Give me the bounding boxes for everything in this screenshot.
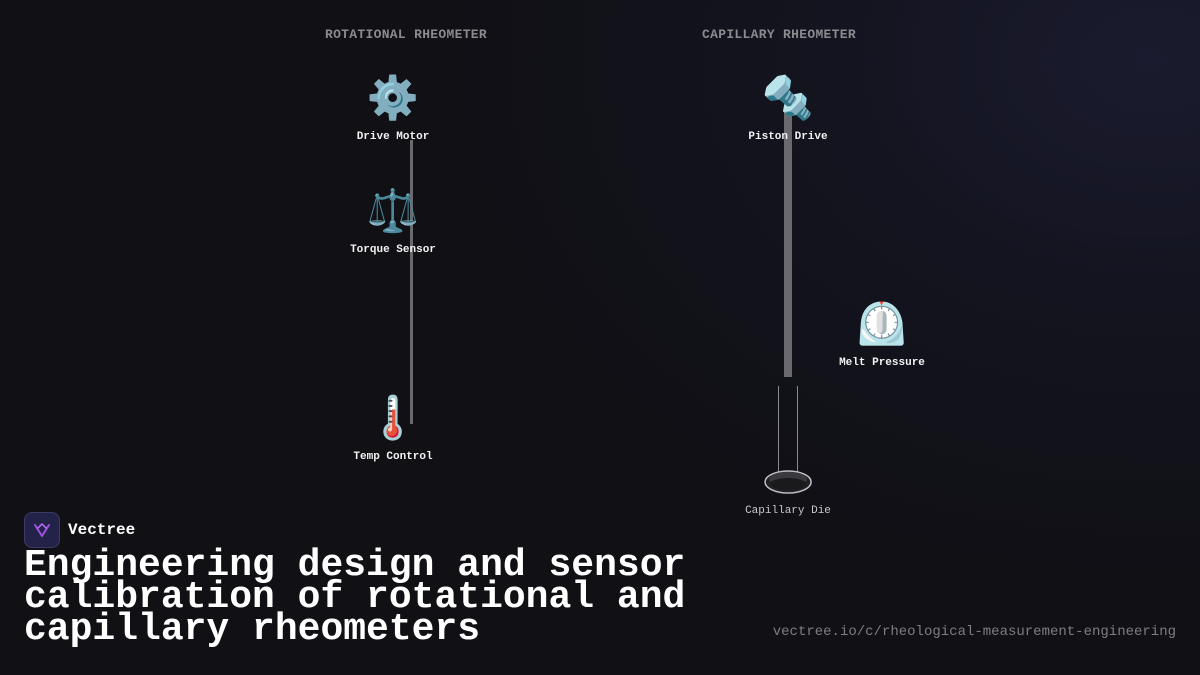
barrel-wall-left [778, 386, 779, 472]
nut-and-bolt-icon: 🔩 [761, 73, 815, 122]
drive-motor-node: ⚙️ Drive Motor [356, 73, 430, 144]
melt-pressure-node: ⏲️ Melt Pressure [839, 299, 925, 370]
pressure-gauge-icon: ⏲️ [855, 299, 909, 348]
piston-drive-node: 🔩 Piston Drive [748, 73, 828, 144]
temp-control-label: Temp Control [353, 451, 433, 463]
capillary-die-node: Capillary Die [745, 468, 831, 517]
torque-sensor-label: Torque Sensor [350, 244, 436, 256]
rotational-shaft [410, 140, 413, 424]
brand: Vectree [24, 512, 135, 548]
source-url[interactable]: vectree.io/c/rheological-measurement-eng… [772, 624, 1176, 640]
capillary-die-icon [764, 468, 812, 496]
barrel-wall-right [797, 386, 798, 472]
brand-name: Vectree [68, 521, 136, 539]
page-title: Engineering design and sensor calibratio… [24, 544, 686, 651]
thermometer-icon: 🌡️ [366, 393, 420, 442]
melt-pressure-label: Melt Pressure [839, 357, 925, 369]
gear-icon: ⚙️ [366, 73, 420, 122]
torque-sensor-node: ⚖️ Torque Sensor [350, 186, 436, 257]
capillary-rheometer-heading: CAPILLARY RHEOMETER [702, 27, 856, 42]
vectree-logo-icon [24, 512, 60, 548]
balance-scale-icon: ⚖️ [366, 186, 420, 235]
piston-drive-label: Piston Drive [748, 131, 828, 143]
temp-control-node: 🌡️ Temp Control [353, 393, 433, 464]
piston-rod [784, 112, 792, 377]
capillary-die-label: Capillary Die [745, 505, 831, 517]
drive-motor-label: Drive Motor [356, 131, 430, 143]
rotational-rheometer-heading: ROTATIONAL RHEOMETER [324, 27, 488, 42]
